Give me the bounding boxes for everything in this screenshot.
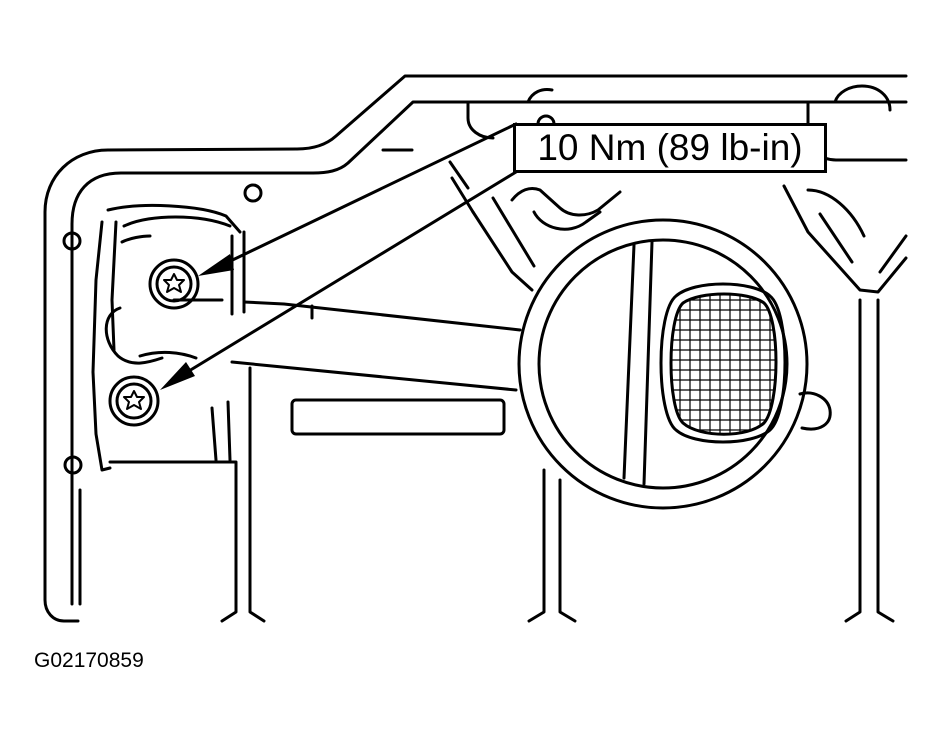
- filter-center-line: [642, 240, 654, 486]
- filter-neck: [138, 350, 198, 360]
- filter-screen-mesh: [671, 294, 776, 435]
- filter-bolt-lower: [108, 375, 160, 427]
- filter-tab: [798, 391, 832, 431]
- filter-canister-outer: [517, 218, 809, 510]
- filter-bolt-lower-head: [115, 382, 153, 420]
- casting-rib: [806, 188, 866, 238]
- pocket-wall: [106, 204, 242, 234]
- casting-rib: [878, 234, 908, 274]
- figure-id: G02170859: [34, 649, 144, 672]
- casting-contour: [466, 100, 495, 140]
- pocket-lower: [108, 460, 238, 623]
- casting-rib: [527, 468, 546, 623]
- saddle-boss: [532, 210, 602, 231]
- casting-rib: [876, 298, 895, 623]
- filter-center-line: [622, 243, 636, 480]
- casting-rib: [818, 212, 854, 264]
- casting-rib: [491, 196, 536, 268]
- torque-spec-label: 10 Nm (89 lb-in): [513, 123, 827, 173]
- filter-screen-frame: [659, 282, 787, 444]
- pocket-wall: [91, 220, 112, 472]
- bolt-hole: [63, 455, 83, 475]
- saddle-boss: [510, 186, 622, 217]
- bolt-hole: [243, 183, 263, 203]
- filter-screen-edge: [669, 292, 778, 436]
- arrowhead-lower: [160, 362, 195, 390]
- torx-star-icon: [163, 273, 185, 293]
- casting-rib: [782, 184, 908, 294]
- bolt-hole: [62, 231, 82, 251]
- pocket-wall: [122, 215, 232, 228]
- filter-neck: [242, 300, 522, 332]
- leader-line-lower: [182, 170, 518, 376]
- filter-neck: [104, 306, 164, 365]
- filter-bolt-upper: [148, 258, 200, 310]
- pocket-wall: [110, 220, 118, 352]
- casting-contour: [448, 160, 470, 190]
- filter-bolt-upper-head: [155, 265, 193, 303]
- arrowhead-upper: [198, 254, 234, 276]
- casting-rib: [844, 298, 862, 623]
- pocket-wall: [120, 234, 152, 244]
- casting-slot: [290, 398, 506, 436]
- bolt-hole: [526, 88, 554, 104]
- pocket-wall: [210, 406, 218, 462]
- housing-outline: [43, 74, 908, 623]
- filter-neck: [230, 360, 518, 392]
- leader-line-upper: [218, 122, 518, 268]
- bolt-hole: [833, 84, 892, 112]
- housing-inner-flange: [70, 100, 908, 606]
- pocket-lower: [248, 366, 266, 623]
- casting-contour: [450, 176, 475, 214]
- pocket-wall: [226, 400, 232, 462]
- casting-rib: [471, 210, 534, 292]
- torx-star-icon: [123, 390, 145, 410]
- filter-canister-inner: [537, 238, 789, 490]
- casting-rib: [558, 478, 577, 623]
